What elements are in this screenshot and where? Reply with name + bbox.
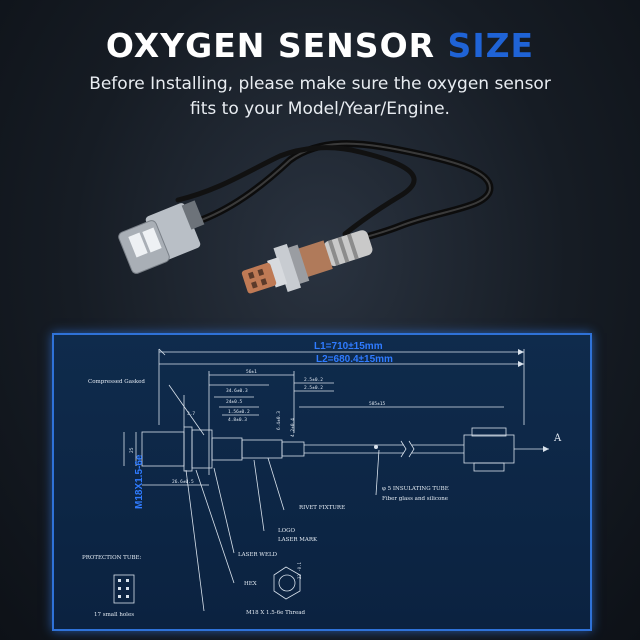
dim-24: 24±0.5 — [226, 399, 243, 405]
callout-protection-tube: PROTECTION TUBE: — [82, 555, 142, 561]
sensor-body-icon — [241, 230, 373, 294]
dim-2-5b: 2.5±0.2 — [304, 385, 323, 391]
dim-1-56: 1.56±0.2 — [228, 409, 250, 415]
dim-4-2: 4.2±0.4 — [290, 418, 296, 437]
dim-34: 34.6±0.3 — [226, 388, 248, 394]
section-a-label: A — [553, 433, 562, 444]
dim-6-4: 6.4±0.3 — [276, 411, 282, 430]
dimension-blueprint: L1=710±15mm L2=680.4±15mm M18X1.5-6e 56±… — [52, 333, 592, 631]
callout-laser-weld: LASER WELD — [238, 552, 278, 558]
dim-26-6: 26.6±0.5 — [172, 479, 194, 485]
dim-585: 585±15 — [369, 401, 386, 407]
callout-insulating-tube: φ 5 INSULATING TUBE — [382, 486, 449, 492]
page-subtitle: Before Installing, please make sure the … — [20, 72, 620, 122]
callout-small-holes: 17 small holes — [94, 612, 134, 618]
hex-dimension: 22 -0.1 — [297, 562, 302, 579]
callout-laser-mark: LASER MARK — [278, 537, 318, 543]
callout-rivet-fixture: RIVET FIXTURE — [299, 505, 345, 511]
dim-3-7: 3.7 — [187, 411, 195, 417]
dim-l2: L2=680.4±15mm — [316, 354, 393, 365]
dim-56: 56±1 — [246, 369, 257, 375]
callout-thread: M18 X 1.5-6e Thread — [246, 610, 306, 616]
callout-compressed-gasket: Compressed Gasked — [88, 379, 145, 385]
page-title: OXYGEN SENSOR SIZE — [0, 26, 640, 65]
dim-25: 25 — [129, 447, 135, 453]
dim-l1: L1=710±15mm — [314, 341, 383, 352]
connector-icon — [118, 200, 205, 274]
callout-hex: HEX — [244, 581, 257, 587]
title-accent: SIZE — [447, 26, 535, 65]
thread-size-label: M18X1.5-6e — [134, 454, 145, 509]
callout-insulating-material: Fiber glass and silicone — [382, 496, 448, 502]
subtitle-line-1: Before Installing, please make sure the … — [89, 74, 551, 94]
subtitle-line-2: fits to your Model/Year/Engine. — [190, 99, 450, 119]
title-main: OXYGEN SENSOR — [105, 26, 436, 65]
blueprint-drawing: L1=710±15mm L2=680.4±15mm M18X1.5-6e 56±… — [82, 341, 562, 618]
dim-2-5a: 2.5±0.2 — [304, 377, 323, 383]
callout-logo: LOGO — [278, 528, 296, 534]
sensor-photo — [118, 140, 494, 294]
dim-4-8: 4.8±0.3 — [228, 417, 247, 423]
